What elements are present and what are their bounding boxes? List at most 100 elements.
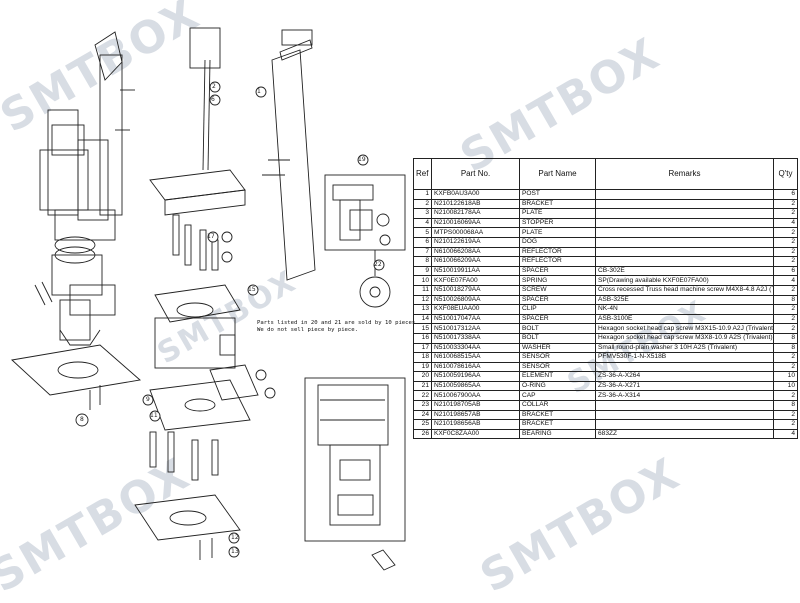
- callout-label: 2: [212, 83, 216, 90]
- direction-arrow-icon: [371, 549, 396, 571]
- cell-part-name: SENSOR: [519, 352, 596, 363]
- cell-qty: 4: [773, 428, 798, 440]
- cell-part-no: N610078616AA: [431, 361, 520, 373]
- cell-remarks: [595, 246, 774, 258]
- cell-ref: 15: [413, 323, 432, 334]
- callout-label: 8: [80, 416, 84, 423]
- cell-remarks: [595, 361, 774, 373]
- callout-label: 17: [207, 233, 215, 240]
- cell-part-name: BRACKET: [519, 409, 596, 421]
- col-header-part-name: Part Name: [519, 158, 596, 190]
- parts-list-table: Ref No. Part No. Part Name Remarks Q'ty …: [413, 158, 798, 440]
- cell-ref: 2: [413, 198, 432, 210]
- cell-part-name: PLATE: [519, 227, 596, 238]
- cell-part-name: BRACKET: [519, 198, 596, 210]
- callout-label: 13: [231, 548, 239, 555]
- cell-remarks: PFMV530F-1-N-X518B: [595, 352, 774, 363]
- cell-part-name: SPACER: [519, 294, 596, 306]
- cell-part-no: N510059196AA: [431, 371, 520, 382]
- cell-ref: 20: [413, 371, 432, 382]
- cell-qty: 8: [773, 294, 798, 306]
- cell-ref: 26: [413, 428, 432, 440]
- cell-part-name: BOLT: [519, 323, 596, 334]
- cell-ref: 5: [413, 227, 432, 238]
- cell-ref: 23: [413, 400, 432, 411]
- cell-qty: 2: [773, 352, 798, 363]
- cell-qty: 8: [773, 400, 798, 411]
- callout-label: 12: [231, 534, 239, 541]
- callout-label: 22: [374, 261, 382, 268]
- cell-qty: 2: [773, 227, 798, 238]
- cell-part-name: BOLT: [519, 332, 596, 344]
- cell-remarks: Hexagon socket head cap screw M3X8-10.9 …: [595, 332, 774, 344]
- cell-ref: 16: [413, 332, 432, 344]
- cell-qty: 4: [773, 217, 798, 229]
- cell-remarks: [595, 217, 774, 229]
- cell-remarks: CB-302E: [595, 265, 774, 277]
- cell-remarks: [595, 189, 774, 200]
- cell-qty: 10: [773, 371, 798, 382]
- cell-ref: 25: [413, 419, 432, 430]
- cell-remarks: SP(Drawing available KXF0E07FA00): [595, 275, 774, 286]
- cell-qty: 2: [773, 236, 798, 248]
- cell-qty: 2: [773, 419, 798, 430]
- cell-ref: 9: [413, 265, 432, 277]
- cell-ref: 17: [413, 342, 432, 354]
- cell-part-no: N610066209AA: [431, 256, 520, 267]
- cell-qty: 2: [773, 361, 798, 373]
- callout-label: 19: [358, 156, 366, 163]
- cell-qty: 2: [773, 304, 798, 315]
- cell-part-no: N510017047AA: [431, 313, 520, 325]
- cell-part-no: KXFB0AU3A00: [431, 189, 520, 200]
- cell-part-name: SCREW: [519, 284, 596, 296]
- parts-note: Parts listed in 20 and 21 are sold by 10…: [257, 320, 419, 334]
- cell-remarks: [595, 400, 774, 411]
- cell-part-name: STOPPER: [519, 217, 596, 229]
- cell-qty: 2: [773, 313, 798, 325]
- cell-part-name: BRACKET: [519, 419, 596, 430]
- cell-remarks: ZS-36-A-X264: [595, 371, 774, 382]
- cell-remarks: Hexagon socket head cap screw M3X15-10.9…: [595, 323, 774, 334]
- cell-remarks: [595, 198, 774, 210]
- note-line: We do not sell piece by piece.: [257, 327, 359, 333]
- cell-ref: 13: [413, 304, 432, 315]
- cell-ref: 21: [413, 380, 432, 392]
- cell-remarks: Small round-plain washer 3 10H A2S (Triv…: [595, 342, 774, 354]
- cell-qty: 2: [773, 198, 798, 210]
- cell-part-no: N510017312AA: [431, 323, 520, 334]
- bracket-assembly: [262, 29, 316, 281]
- cell-part-name: COLLAR: [519, 400, 596, 411]
- cell-part-no: N610068515AA: [431, 352, 520, 363]
- table-header-row: Ref No. Part No. Part Name Remarks Q'ty: [413, 158, 798, 190]
- cell-part-name: CAP: [519, 390, 596, 402]
- cell-part-name: PLATE: [519, 208, 596, 219]
- cell-part-no: N210198705AB: [431, 400, 520, 411]
- cell-qty: 6: [773, 265, 798, 277]
- cell-remarks: [595, 227, 774, 238]
- cell-remarks: [595, 208, 774, 219]
- cell-remarks: [595, 256, 774, 267]
- cell-ref: 3: [413, 208, 432, 219]
- cell-remarks: ZS-36-A-X314: [595, 390, 774, 402]
- cell-qty: 2: [773, 390, 798, 402]
- cell-part-name: BEARING: [519, 428, 596, 440]
- cell-part-name: SPACER: [519, 313, 596, 325]
- cell-part-no: KXF0E07FA00: [431, 275, 520, 286]
- col-header-remarks: Remarks: [595, 158, 774, 190]
